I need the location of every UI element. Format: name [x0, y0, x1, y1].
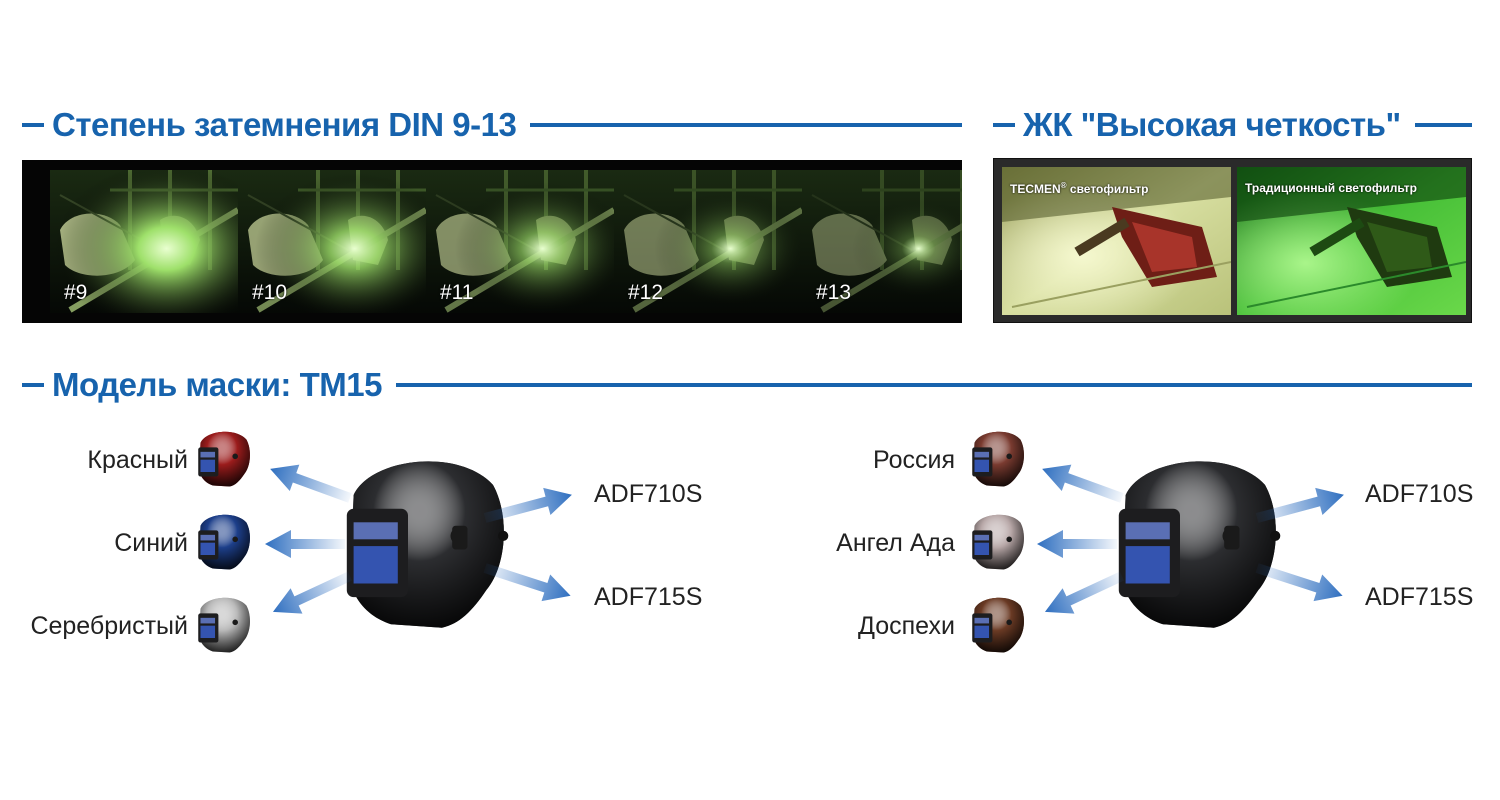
- adf-model-label: ADF710S: [594, 480, 703, 508]
- din-frame: #12: [614, 170, 802, 313]
- din-shade-label: #10: [252, 281, 288, 304]
- variant-arrow: [272, 561, 435, 614]
- variant-arrow: [270, 464, 435, 518]
- traditional-filter-image: Традиционный светофильтр: [1237, 167, 1466, 315]
- caption-suffix: светофильтр: [1066, 182, 1149, 196]
- din-frame: #11: [426, 170, 614, 313]
- section-lcd: ЖК "Высокая четкость": [993, 106, 1472, 144]
- tecmen-filter-image: TECMEN® светофильтр: [1002, 167, 1231, 315]
- din-shade-strip: #9 #10 #11 #12 #13: [22, 160, 962, 323]
- helmet-variant-thumb: [196, 588, 252, 665]
- brand-name: TECMEN: [1010, 182, 1061, 196]
- title-dash: [22, 383, 44, 387]
- helmet-variant-thumb: [196, 505, 252, 582]
- din-shade-label: #9: [64, 281, 88, 304]
- model-arrow: [1255, 487, 1347, 538]
- helmet-variant-label: Синий: [114, 529, 188, 557]
- title-rule: [395, 383, 1472, 387]
- din-frame: #10: [238, 170, 426, 313]
- helmet-variant-label: Красный: [87, 446, 188, 474]
- helmet-variant-thumb: [970, 505, 1026, 582]
- din-shade-label: #13: [816, 281, 852, 304]
- traditional-caption: Традиционный светофильтр: [1245, 181, 1417, 195]
- model-arrow: [483, 487, 575, 538]
- adf-model-label: ADF715S: [594, 583, 703, 611]
- lcd-section-title: ЖК "Высокая четкость": [1023, 106, 1401, 143]
- helmet-variant-label: Ангел Ада: [836, 529, 955, 557]
- adf-model-label: ADF710S: [1365, 480, 1474, 508]
- tm15-helmet-image: [340, 436, 510, 651]
- variant-arrow: [1042, 464, 1207, 518]
- din-frame: #13: [802, 170, 962, 313]
- lcd-comparison: TECMEN® светофильтр Традиц: [993, 158, 1472, 323]
- helmet-variant-thumb: [970, 588, 1026, 665]
- variant-arrow: [265, 529, 425, 564]
- model-section-title: Модель маски: TM15: [52, 366, 382, 403]
- tecmen-caption: TECMEN® светофильтр: [1010, 181, 1148, 196]
- din-section-title: Степень затемнения DIN 9-13: [52, 106, 517, 143]
- title-rule: [530, 123, 962, 127]
- helmet-variant-label: Россия: [873, 446, 955, 474]
- helmet-variant-label: Доспехи: [858, 612, 955, 640]
- tm15-helmet-image: [1112, 436, 1282, 651]
- variant-arrow: [1044, 561, 1207, 614]
- din-shade-label: #12: [628, 281, 664, 304]
- section-model: Модель маски: TM15: [22, 366, 1472, 404]
- section-din: Степень затемнения DIN 9-13: [22, 106, 962, 144]
- model-arrow: [483, 553, 575, 602]
- adf-model-label: ADF715S: [1365, 583, 1474, 611]
- title-dash: [993, 123, 1015, 127]
- title-dash: [22, 123, 44, 127]
- din-frame: #9: [50, 170, 238, 313]
- variant-arrow: [1037, 529, 1197, 564]
- helmet-variant-thumb: [196, 422, 252, 499]
- helmet-variant-label: Серебристый: [30, 612, 188, 640]
- title-rule: [1414, 123, 1472, 127]
- helmet-variant-thumb: [970, 422, 1026, 499]
- model-arrow: [1255, 553, 1347, 602]
- din-shade-label: #11: [440, 281, 474, 304]
- registered-mark: ®: [1060, 181, 1067, 190]
